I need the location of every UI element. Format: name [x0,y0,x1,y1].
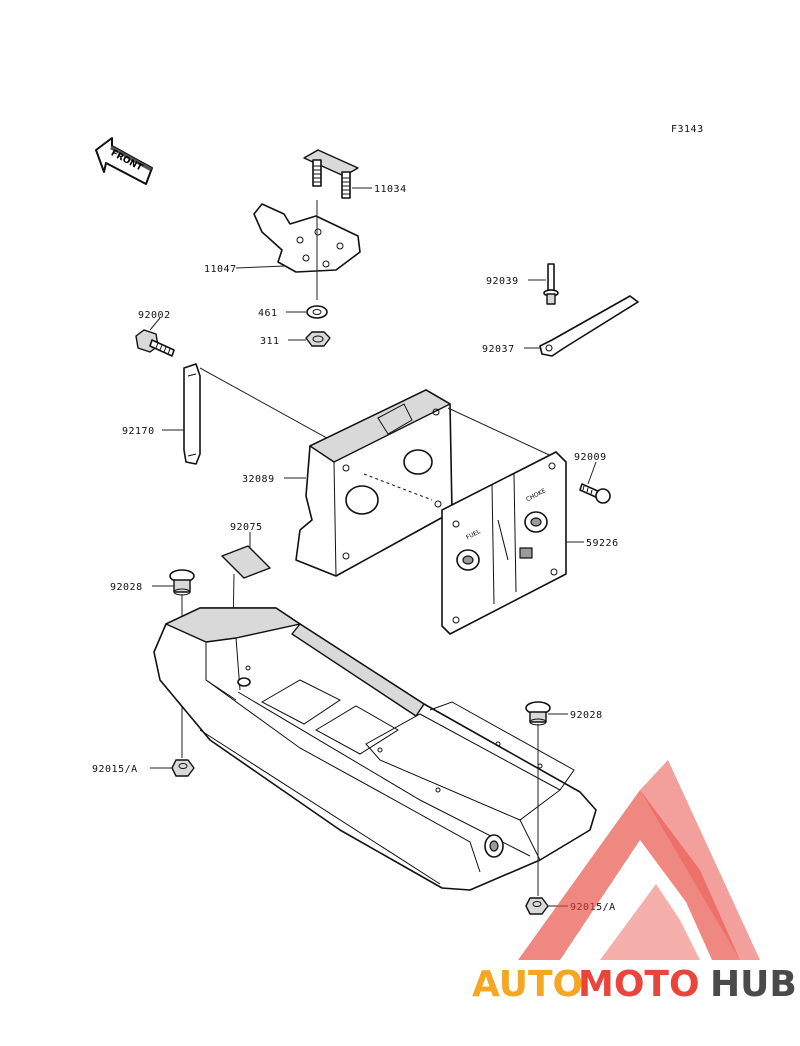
label-59226: 59226 [586,538,619,549]
watermark-part3: HUB [710,964,797,1005]
grommet-92028-left [169,569,195,596]
nut-92015a-right [525,897,549,915]
nut-311 [305,331,331,347]
housing-32089 [295,389,453,577]
strap-92037 [539,295,639,357]
grommet-92028-right [525,701,551,726]
panel-59226: FUEL CHOKE [441,451,567,635]
label-92170: 92170 [122,426,155,437]
label-32089: 32089 [242,474,275,485]
label-92037: 92037 [482,344,515,355]
label-311: 311 [260,336,280,347]
hull-tray [153,607,597,891]
figure-code: F3143 [671,124,704,135]
bracket-bolts-11034 [303,149,359,199]
label-92028-right: 92028 [570,710,603,721]
washer-461 [306,305,328,319]
screw-92009 [579,483,611,504]
band-92170 [183,363,201,465]
label-92015a-left: 92015/A [92,764,138,775]
sticker-92075 [221,545,271,579]
label-92002: 92002 [138,310,171,321]
bracket-plate-11047 [253,203,361,273]
label-92009: 92009 [574,452,607,463]
watermark-part2: MOTO [578,964,700,1005]
label-461: 461 [258,308,278,319]
bolt-92002 [135,329,175,357]
watermark-text: AUTO MOTO HUB [472,964,797,1005]
pin-92039 [543,263,559,305]
label-11047: 11047 [204,264,237,275]
nut-92015a-left [171,759,195,777]
label-11034: 11034 [374,184,407,195]
label-92028-left: 92028 [110,582,143,593]
watermark-part1: AUTO [472,964,583,1005]
front-arrow-icon: FRONT [95,137,153,185]
watermark-logo [518,760,760,960]
label-92039: 92039 [486,276,519,287]
label-92075: 92075 [230,522,263,533]
